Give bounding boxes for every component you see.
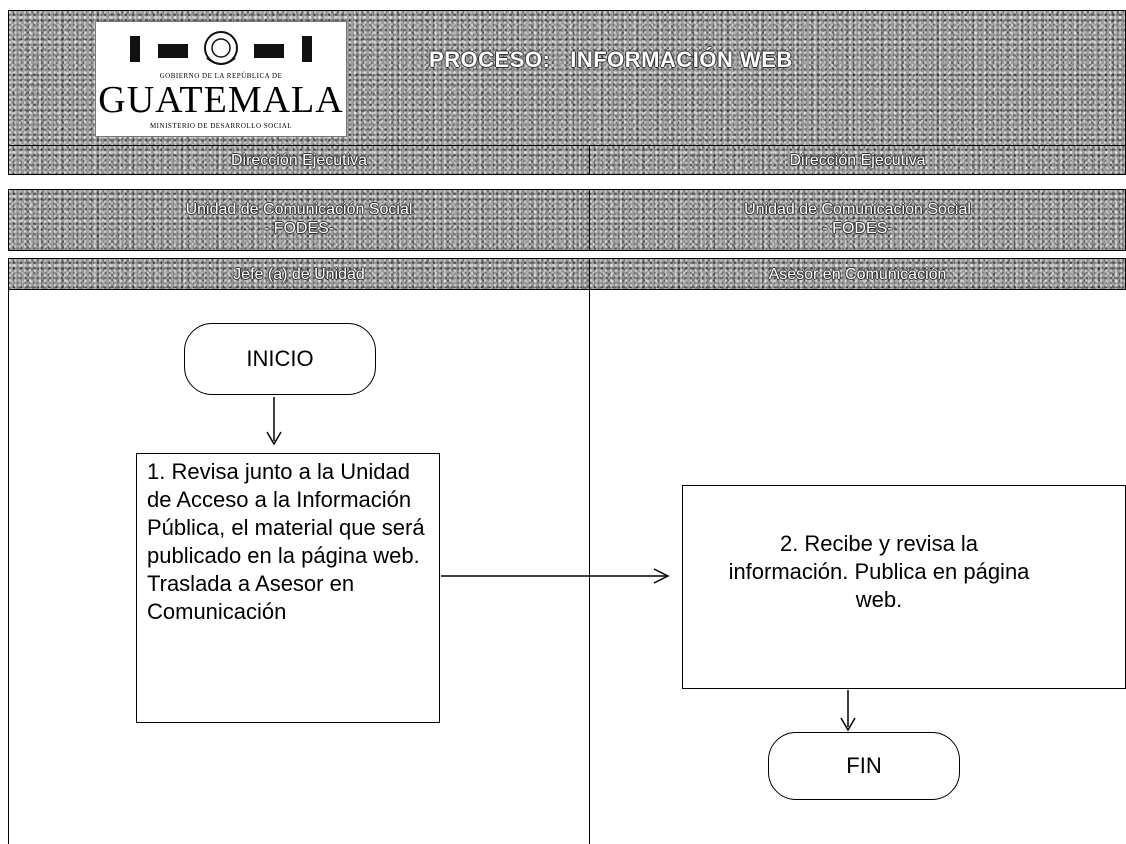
process-name: INFORMACIÓN WEB — [570, 47, 793, 72]
end-terminal: FIN — [768, 732, 960, 800]
start-label: INICIO — [246, 346, 314, 371]
end-label: FIN — [846, 753, 882, 778]
guatemala-logo: GOBIERNO DE LA REPÚBLICA DE GUATEMALA MI… — [95, 21, 347, 137]
logo-ministry-text: MINISTERIO DE DESARROLLO SOCIAL — [149, 122, 293, 130]
left-lane-direction: Dirección Ejecutiva — [8, 145, 590, 175]
step-1-text: 1. Revisa junto a la Unidad de Acceso a … — [147, 459, 425, 624]
left-unit-label: Unidad de Comunicación Social — [185, 201, 413, 218]
step-1-box: 1. Revisa junto a la Unidad de Acceso a … — [136, 453, 440, 723]
logo-wordmark: GUATEMALA — [98, 79, 344, 121]
right-role-label: Asesor en Comunicación — [768, 266, 947, 283]
step-2-text: 2. Recibe y revisa la información. Publi… — [728, 531, 1030, 612]
start-terminal: INICIO — [184, 323, 376, 395]
arrow-step1-to-step2 — [441, 568, 670, 584]
left-role-label: Jefe (a) de Unidad — [233, 266, 365, 283]
right-lane-role: Asesor en Comunicación — [589, 258, 1126, 290]
left-lane-unit: Unidad de Comunicación Social - FODES- — [8, 189, 590, 251]
right-lane-direction: Dirección Ejecutiva — [589, 145, 1126, 175]
left-lane-border — [8, 290, 9, 844]
right-direction-label: Dirección Ejecutiva — [789, 152, 926, 169]
coat-of-arms-icon — [96, 28, 346, 68]
process-label: PROCESO: — [429, 47, 551, 72]
process-title: PROCESO: INFORMACIÓN WEB — [429, 47, 793, 73]
lane-divider — [589, 290, 590, 844]
left-lane-role: Jefe (a) de Unidad — [8, 258, 590, 290]
title-band: GOBIERNO DE LA REPÚBLICA DE GUATEMALA MI… — [8, 10, 1126, 146]
arrow-start-to-step1 — [266, 397, 282, 446]
right-unit-label: Unidad de Comunicación Social — [744, 201, 971, 218]
flow-connectors — [266, 397, 856, 732]
logo-top-text: GOBIERNO DE LA REPÚBLICA DE — [159, 72, 283, 80]
right-lane-unit: Unidad de Comunicación Social - FODES- — [589, 189, 1126, 251]
left-unit-sub-label: - FODES- — [263, 220, 335, 237]
arrow-step2-to-end — [840, 690, 856, 732]
right-unit-sub-label: - FODES- — [822, 220, 893, 237]
left-direction-label: Dirección Ejecutiva — [230, 152, 368, 169]
flowchart-frame: GOBIERNO DE LA REPÚBLICA DE GUATEMALA MI… — [8, 10, 1126, 844]
